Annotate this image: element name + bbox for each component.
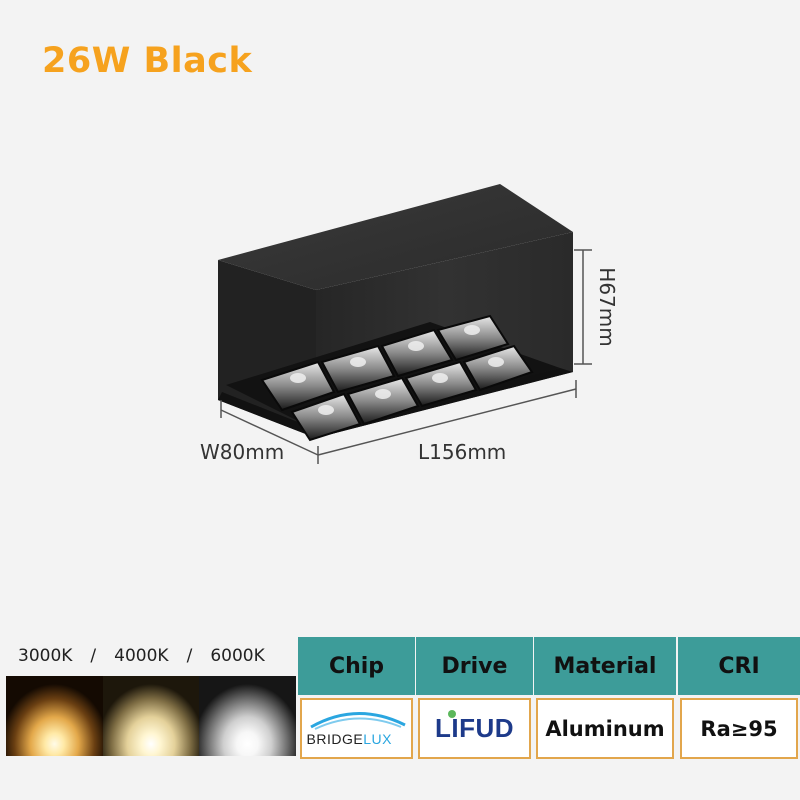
- cct-3000-label: 3000K: [18, 646, 73, 666]
- lens-cell: [320, 344, 396, 394]
- spec-chip: Chip BRIDGELUX: [298, 637, 415, 760]
- lens-highlights: [290, 325, 504, 415]
- product-image: [218, 184, 592, 464]
- height-label: H67mm: [595, 267, 619, 347]
- lens-dot: [290, 373, 306, 383]
- bridgelux-logo: BRIDGELUX: [303, 707, 411, 751]
- cct-6000-label: 6000K: [210, 646, 265, 666]
- lens-dot: [375, 389, 391, 399]
- spec-chip-value: BRIDGELUX: [300, 698, 413, 759]
- lens-cell: [404, 360, 478, 408]
- lens-dot: [432, 373, 448, 383]
- lens-dot: [408, 341, 424, 351]
- cct-4000-label: 4000K: [114, 646, 169, 666]
- spec-material: Material Aluminum: [534, 637, 676, 760]
- lifud-leaf-icon: [447, 710, 456, 718]
- spec-material-value: Aluminum: [545, 716, 665, 741]
- cct-separator: /: [90, 646, 97, 666]
- lens-cells: [260, 314, 534, 442]
- length-label: L156mm: [418, 440, 507, 464]
- width-label: W80mm: [200, 440, 285, 464]
- lens-cell: [260, 360, 336, 412]
- spec-cri-header: CRI: [678, 637, 800, 695]
- spec-drive: Drive LIFUD: [416, 637, 533, 760]
- lens-cell: [462, 344, 534, 392]
- lens-cell: [380, 328, 454, 378]
- height-label-wrap: H67mm: [587, 262, 627, 352]
- spec-material-header: Material: [534, 637, 676, 695]
- swatch-3000k: [6, 676, 103, 756]
- housing-top: [218, 184, 573, 290]
- spec-cri-value-cell: Ra≥95: [680, 698, 798, 759]
- swatch-6000k: [199, 676, 297, 756]
- lens-dot: [350, 357, 366, 367]
- width-dim-line: [220, 409, 319, 456]
- color-temp-swatches: [6, 676, 297, 756]
- lens-cell: [436, 314, 510, 362]
- spec-chip-header: Chip: [298, 637, 415, 695]
- lifud-logo: LIFUD: [435, 710, 514, 744]
- spec-cri: CRI Ra≥95: [678, 637, 800, 760]
- color-temp-labels: 3000K / 4000K / 6000K: [8, 646, 296, 666]
- length-dim-line: [317, 388, 577, 456]
- lens-dot: [464, 325, 480, 335]
- spec-drive-value: LIFUD: [418, 698, 531, 759]
- product-title: 26W Black: [42, 41, 253, 81]
- housing-bottom-face: [218, 368, 573, 438]
- spec-drive-header: Drive: [416, 637, 533, 695]
- swatch-4000k: [102, 676, 200, 756]
- spec-cri-value: Ra≥95: [700, 716, 778, 741]
- lens-cell: [290, 392, 362, 442]
- lens-cell: [346, 376, 420, 426]
- spec-material-value-cell: Aluminum: [536, 698, 674, 759]
- lens-dot: [488, 357, 504, 367]
- dimension-lines: [220, 249, 592, 464]
- lens-dot: [318, 405, 334, 415]
- cct-separator: /: [186, 646, 193, 666]
